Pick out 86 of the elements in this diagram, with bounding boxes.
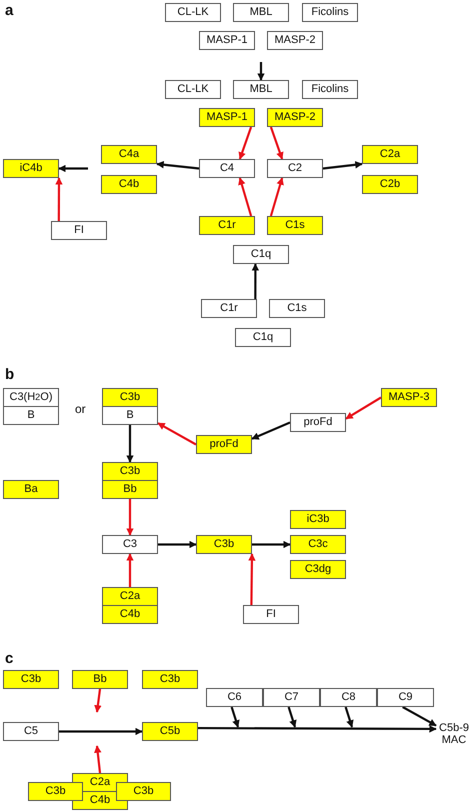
protein-box: C3b (28, 782, 83, 801)
protein-box: C1s (267, 216, 323, 235)
arrow (251, 421, 290, 440)
panel-letter: b (5, 366, 14, 383)
subunit-segment: Bb (103, 480, 157, 498)
arrow (59, 728, 143, 736)
arrow (288, 706, 297, 728)
arrow (55, 177, 63, 221)
subunit-segment: C2a (103, 588, 157, 605)
arrow (238, 177, 252, 216)
protein-box: proFd (290, 413, 346, 432)
protein-box: Bb (72, 670, 128, 689)
arrow (270, 177, 284, 216)
complex-box (3, 388, 59, 425)
arrow (402, 706, 437, 727)
protein-box: C3b (116, 782, 171, 801)
protein-box: CL-LK (165, 3, 221, 22)
protein-box: C3b (142, 670, 198, 689)
protein-box: C9 (377, 688, 434, 707)
subunit-segment: C3b (103, 463, 157, 480)
panel-letter: a (5, 2, 14, 19)
arrow (157, 422, 197, 446)
protein-box: C3b (3, 670, 59, 689)
arrow (94, 688, 102, 713)
complex-label: C5b-9 MAC (436, 720, 472, 748)
arrow (126, 425, 134, 463)
protein-box: C1q (233, 245, 289, 264)
protein-box: MASP-1 (199, 108, 255, 127)
arrow (58, 164, 88, 172)
arrow (94, 745, 102, 774)
protein-box: C8 (320, 688, 377, 707)
complex-box (102, 388, 158, 425)
protein-box: C1s (269, 299, 325, 318)
protein-box: iC3b (290, 510, 346, 529)
arrow (257, 62, 265, 81)
protein-box: C1q (235, 328, 291, 347)
arrow (252, 263, 260, 299)
protein-box: C3c (290, 535, 346, 554)
arrow (126, 499, 134, 536)
arrow (126, 553, 134, 587)
arrow (270, 126, 284, 160)
protein-box: Ficolins (302, 80, 358, 99)
protein-box: C5 (3, 722, 59, 741)
arrow (158, 540, 197, 548)
complex-box (102, 587, 158, 624)
arrow (198, 725, 437, 733)
conjunction-label: or (75, 402, 86, 416)
arrow (248, 553, 256, 606)
protein-box: MASP-2 (267, 31, 323, 50)
arrow (238, 126, 252, 160)
protein-box: C5b (142, 722, 198, 741)
subunit-segment: C4b (103, 605, 157, 623)
protein-box: C2 (267, 159, 323, 178)
protein-box: C4a (101, 145, 157, 164)
protein-box: proFd (196, 435, 252, 454)
arrow (322, 161, 363, 170)
protein-box: C1r (201, 299, 257, 318)
protein-box: MBL (233, 3, 289, 22)
protein-box: Ficolins (302, 3, 358, 22)
arrow (230, 706, 240, 728)
protein-box: MASP-3 (381, 388, 437, 407)
protein-box: C3dg (290, 560, 346, 579)
protein-box: C2b (362, 175, 418, 194)
protein-box: MASP-1 (199, 31, 255, 50)
protein-box: C3 (102, 535, 158, 554)
protein-box: C3b (196, 535, 252, 554)
protein-box: C4b (101, 175, 157, 194)
protein-box: iC4b (3, 159, 59, 178)
protein-box: MBL (233, 80, 289, 99)
arrow (345, 396, 382, 420)
protein-box: C6 (206, 688, 263, 707)
complex-box (102, 462, 158, 499)
arrow (156, 161, 200, 170)
protein-box: FI (51, 221, 107, 240)
protein-box: C7 (263, 688, 320, 707)
protein-box: MASP-2 (267, 108, 323, 127)
arrow (252, 540, 291, 548)
protein-box: C1r (199, 216, 255, 235)
arrow (344, 706, 354, 728)
protein-box: CL-LK (165, 80, 221, 99)
panel-letter: c (5, 650, 14, 667)
protein-box: Ba (3, 480, 59, 499)
subunit-segment: C3b (103, 389, 157, 406)
protein-box: C4 (199, 159, 255, 178)
protein-box: FI (243, 605, 299, 624)
protein-box: C2a (362, 145, 418, 164)
